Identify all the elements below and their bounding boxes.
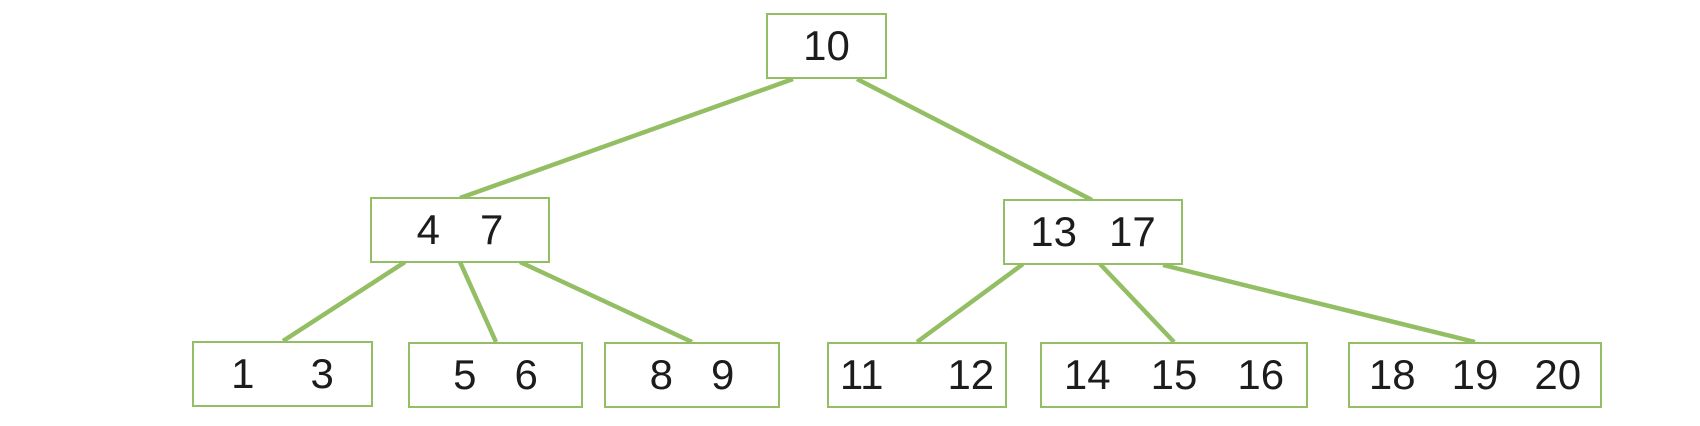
node-key: 13	[1030, 208, 1077, 255]
node-key: 15	[1150, 351, 1198, 398]
node-key: 3	[310, 350, 334, 397]
edge-13-17-to-11-12	[915, 262, 1025, 344]
btree-node-8-9: 8 9	[604, 342, 780, 408]
btree-node-14-15-16: 14 15 16	[1040, 342, 1308, 408]
node-key: 7	[480, 206, 504, 253]
node-key: 14	[1063, 351, 1111, 398]
node-key: 11	[839, 351, 884, 398]
node-key: 6	[514, 351, 538, 398]
btree-node-11-12: 11 12	[827, 342, 1007, 408]
edge-10-to-4-7	[459, 76, 794, 201]
edge-4-7-to-1-3	[281, 260, 407, 343]
node-key: 4	[416, 206, 440, 253]
edge-13-17-to-14-15-16	[1098, 262, 1176, 344]
node-key: 18	[1368, 351, 1416, 398]
node-key: 12	[947, 351, 995, 398]
btree-node-1-3: 1 3	[192, 341, 373, 407]
edge-4-7-to-5-6	[457, 261, 499, 343]
node-key: 8	[649, 351, 673, 398]
edge-10-to-13-17	[855, 76, 1094, 203]
btree-node-4-7: 4 7	[370, 197, 550, 263]
node-key: 20	[1534, 351, 1582, 398]
node-key: 10	[803, 22, 850, 69]
node-key: 17	[1109, 208, 1156, 255]
node-key: 5	[453, 351, 477, 398]
btree-node-18-19-20: 18 19 20	[1348, 342, 1602, 408]
node-key: 19	[1451, 351, 1499, 398]
btree-node-5-6: 5 6	[408, 342, 583, 408]
edge-13-17-to-18-19-20	[1162, 262, 1476, 345]
node-key: 9	[711, 351, 735, 398]
btree-node-10: 10	[766, 13, 887, 79]
btree-node-13-17: 13 17	[1003, 199, 1183, 265]
node-key: 1	[231, 350, 255, 397]
edge-4-7-to-8-9	[519, 259, 693, 345]
node-key: 16	[1237, 351, 1285, 398]
